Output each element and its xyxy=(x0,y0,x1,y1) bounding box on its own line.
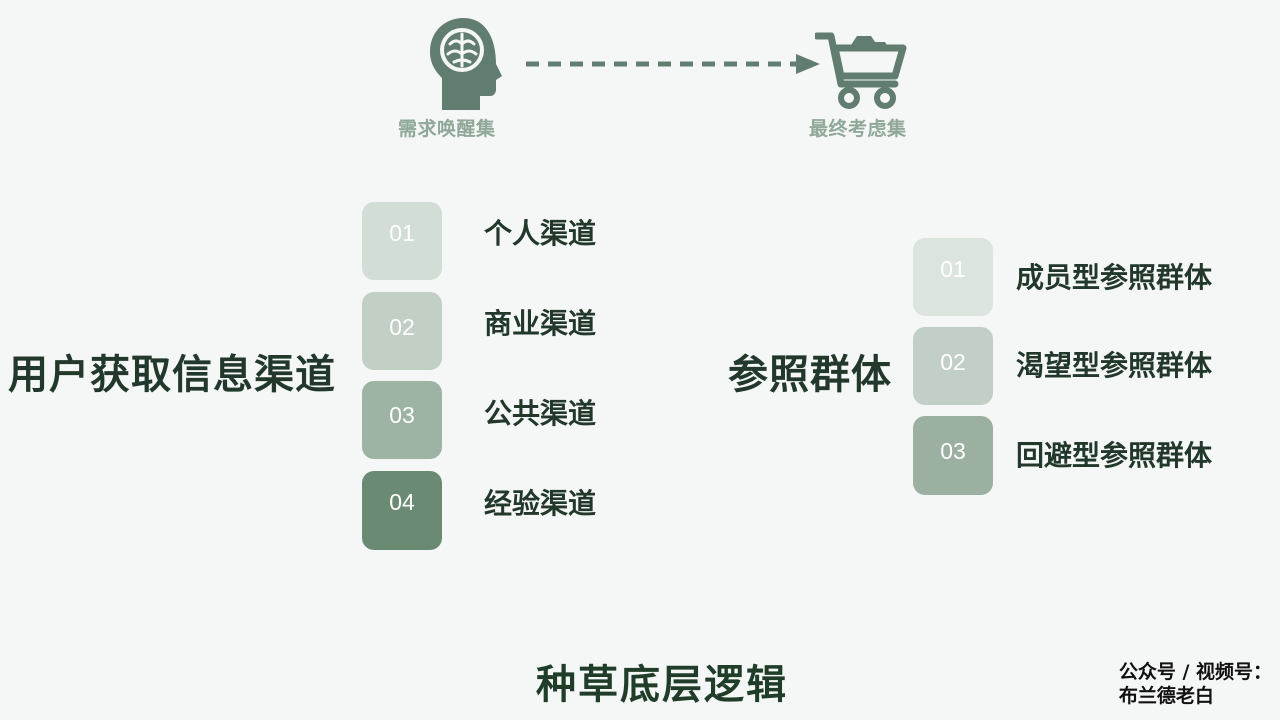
left-item-3-number: 03 xyxy=(362,381,442,459)
left-group-title: 用户获取信息渠道 xyxy=(8,352,336,398)
left-item-2-label: 商业渠道 xyxy=(484,307,597,340)
right-item-2-label: 渴望型参照群体 xyxy=(1016,349,1213,382)
left-item-1-label: 个人渠道 xyxy=(484,217,597,250)
right-item-3-number: 03 xyxy=(913,416,993,495)
head-brain-icon xyxy=(430,18,502,110)
left-item-4-label: 经验渠道 xyxy=(484,487,597,520)
final-consideration-label: 最终考虑集 xyxy=(809,118,907,140)
left-item-1-number: 01 xyxy=(362,202,442,280)
left-item-3-label: 公共渠道 xyxy=(484,397,597,430)
shopping-cart-icon xyxy=(815,32,907,109)
right-item-1-number: 01 xyxy=(913,238,993,316)
demand-awakening-label: 需求唤醒集 xyxy=(398,118,496,140)
watermark-line-2: 布兰德老白 xyxy=(1118,685,1214,707)
watermark: 公众号 / 视频号： 布兰德老白 xyxy=(1119,660,1272,708)
watermark-line-1: 公众号 / 视频号： xyxy=(1118,661,1272,683)
left-item-2-number: 02 xyxy=(362,292,442,370)
left-item-4-number: 04 xyxy=(362,471,442,550)
right-item-1-label: 成员型参照群体 xyxy=(1016,261,1213,294)
right-item-2-number: 02 xyxy=(913,327,993,405)
right-group-title: 参照群体 xyxy=(728,352,892,398)
right-item-3-label: 回避型参照群体 xyxy=(1016,439,1213,472)
bottom-title: 种草底层逻辑 xyxy=(536,662,788,708)
dashed-arrow xyxy=(526,54,820,74)
